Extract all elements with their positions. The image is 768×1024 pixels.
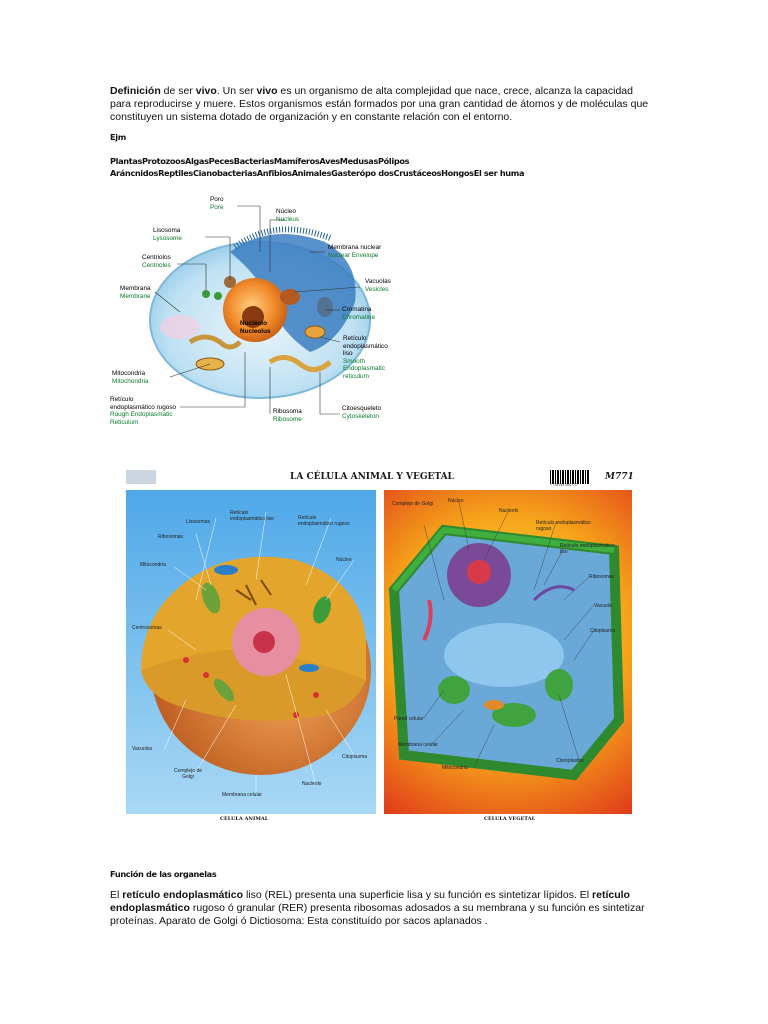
animal-label-vacuolas: Vacuolas	[132, 746, 153, 752]
animal-label-nucleolo: Nucleolo	[302, 781, 322, 787]
animal-panel: Lisosomas Retículo endoplasmático liso R…	[126, 490, 376, 814]
animal-label-lisosomas: Lisosomas	[186, 519, 210, 525]
cell-poster: LA CÉLULA ANIMAL Y VEGETAL 7 791149 0007…	[118, 462, 640, 832]
animal-label-centrosomas: Centrosomas	[132, 625, 162, 631]
examples-heading: Ejm	[110, 132, 126, 142]
animal-cell-illustration	[149, 205, 371, 415]
vegetal-label-vacuola: Vacuola	[594, 603, 612, 609]
vegetal-panel: Núcleo Nucleolo Complejo de Golgi Retícu…	[384, 490, 632, 814]
vegetal-label-nucleolo: Nucleolo	[499, 508, 519, 514]
animal-label-nucleo: Núcleo	[336, 557, 352, 563]
animal-label-membrana: Membrana celular	[222, 792, 263, 798]
definition-term: Definición	[110, 85, 161, 97]
vegetal-label-cloroplastos: Cloroplastos	[556, 758, 584, 764]
vegetal-label-mitocondria: Mitocondria	[442, 765, 468, 771]
poster-title: LA CÉLULA ANIMAL Y VEGETAL	[290, 472, 454, 482]
barcode-number: 7 791149 000772	[550, 483, 577, 487]
poster-logo	[126, 470, 156, 484]
animal-label-ribosomas: Ribosomas	[158, 534, 184, 540]
animal-label-mitocondria: Mitocondria	[140, 562, 166, 568]
animal-label-golgi: Complejo de Golgi	[173, 768, 203, 780]
definition-paragraph: Definición de ser vivo. Un ser vivo es u…	[110, 85, 649, 123]
vegetal-label-membrana: Membrana celular	[398, 742, 439, 748]
animal-label-rer: Retículo endoplasmático rugoso	[298, 515, 350, 527]
plant-cell-illustration	[388, 501, 625, 781]
vegetal-label-pared: Pared celular	[394, 716, 424, 722]
vegetal-label-golgi: Complejo de Golgi	[392, 501, 434, 507]
poster-code: M771	[605, 472, 634, 482]
vegetal-label-rer: Retículo endoplasmático rugoso	[536, 520, 591, 532]
functions-heading: Función de las organelas	[110, 869, 217, 879]
animal-cell-illustration-2	[141, 511, 371, 794]
vegetal-caption: CÉLULA VEGETAL	[484, 816, 536, 822]
vegetal-label-nucleo: Núcleo	[448, 498, 464, 504]
vegetal-label-ribosomas: Ribosomas	[589, 574, 615, 580]
vegetal-label-rel: Retículo endoplasmático liso	[560, 543, 615, 555]
animal-label-rel: Retículo endoplasmático liso	[230, 510, 274, 522]
examples-list: PlantasProtozoosAlgasPecesBacteriasMamíf…	[110, 156, 525, 178]
functions-paragraph: El retículo endoplasmático liso (REL) pr…	[110, 889, 645, 927]
animal-caption: CÉLULA ANIMAL	[220, 816, 269, 822]
barcode	[550, 470, 590, 484]
vegetal-label-citoplasma: Citoplasma	[590, 628, 616, 634]
animal-label-citoplasma: Citoplasma	[342, 754, 368, 760]
